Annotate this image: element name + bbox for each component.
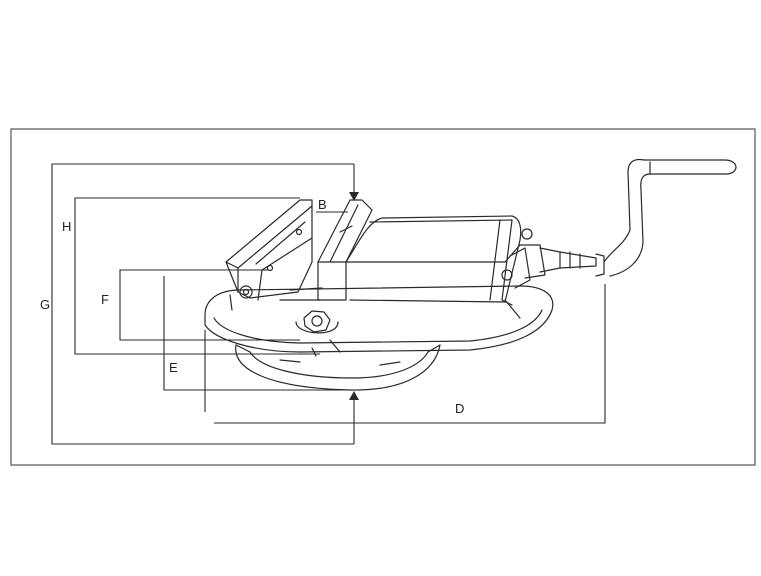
swivel-lock-bolt — [295, 310, 339, 334]
movable-jaw — [279, 199, 373, 301]
dimension-h-line — [74, 197, 320, 355]
label-d: D — [455, 401, 464, 416]
dimension-arrowhead-bottom — [349, 391, 359, 400]
lead-screw — [539, 247, 605, 277]
dimension-arrowhead-top — [349, 192, 359, 201]
label-f: F — [101, 292, 109, 307]
fixed-jaw — [225, 199, 313, 301]
vise-body-plate — [204, 285, 554, 357]
dimension-g-line — [51, 163, 354, 445]
label-b: B — [318, 197, 327, 212]
label-g: G — [40, 297, 50, 312]
label-e: E — [169, 360, 178, 375]
crank-handle — [603, 158, 737, 277]
label-h: H — [62, 219, 71, 234]
dimension-f-line — [119, 269, 300, 341]
vise-slide-body — [345, 215, 522, 306]
dimension-e-line — [163, 276, 354, 391]
drawing-frame — [10, 128, 756, 466]
dimension-d-base — [214, 284, 606, 424]
screw-housing — [501, 228, 546, 289]
